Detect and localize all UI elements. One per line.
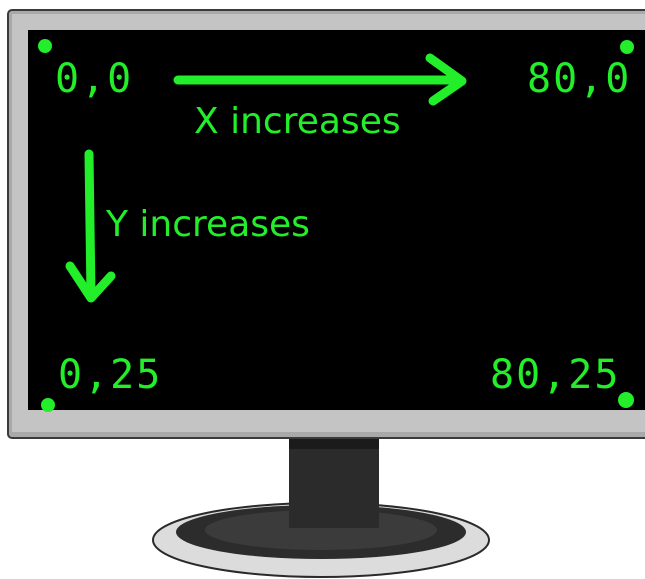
corner-dot-top-left: [38, 39, 52, 53]
coord-label-bottom-right: 80,25: [490, 352, 620, 398]
screen: [28, 30, 645, 410]
corner-dot-bottom-right: [618, 392, 634, 408]
corner-dot-top-right: [620, 40, 634, 54]
stand-neck-shadow: [289, 437, 379, 449]
y-arrow-head: [65, 261, 116, 303]
coord-label-bottom-left: 0,25: [58, 352, 162, 398]
stand-neck: [289, 437, 379, 528]
y-axis-label: Y increases: [105, 204, 310, 245]
coord-label-top-right: 80,0: [527, 56, 631, 102]
monitor-stand: [152, 437, 490, 578]
x-arrow-head: [425, 53, 467, 106]
y-axis-arrow: [65, 149, 116, 303]
x-axis-label: X increases: [194, 101, 401, 142]
coord-label-top-left: 0,0: [55, 56, 133, 102]
x-axis-arrow: [173, 53, 467, 106]
y-arrow-shaft: [84, 149, 96, 301]
corner-points: [38, 39, 634, 412]
corner-dot-bottom-left: [41, 398, 55, 412]
monitor-frame: [7, 9, 645, 439]
